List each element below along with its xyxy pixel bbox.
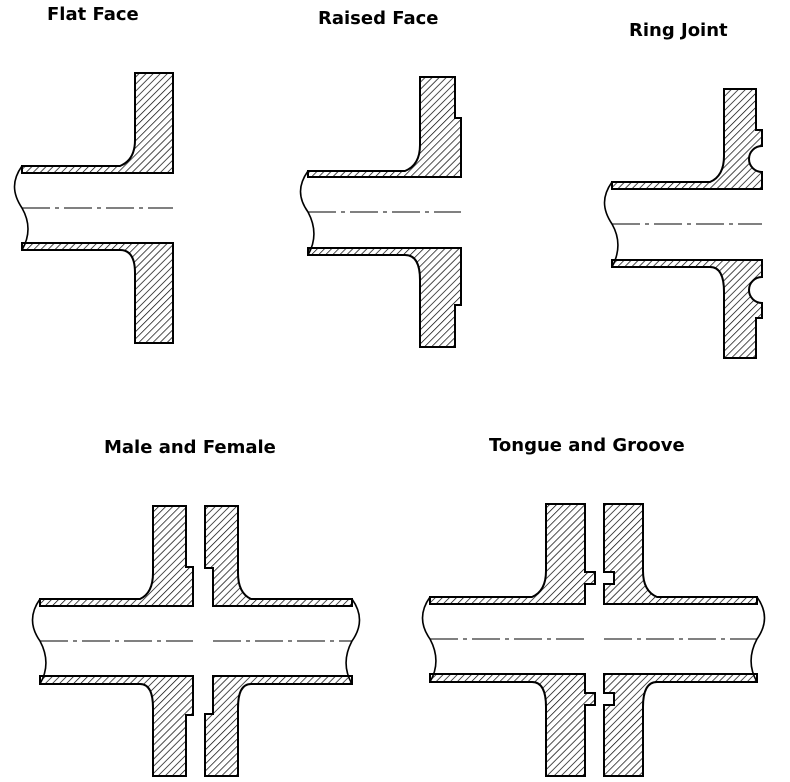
groove-upper-section <box>603 503 758 605</box>
flat-face-upper-section <box>21 72 174 174</box>
female-upper-section <box>204 505 353 607</box>
raised-face-lower-section <box>307 247 462 348</box>
tongue-groove-flange <box>421 503 766 777</box>
male-lower-section <box>39 675 194 777</box>
ring-joint-flange <box>603 88 763 359</box>
raised-face-break-line <box>299 170 315 256</box>
female-lower-section <box>204 675 353 777</box>
tongue-upper-section <box>429 503 596 605</box>
male-upper-section <box>39 505 194 607</box>
male-female-label: Male and Female <box>104 437 276 458</box>
flat-face-label: Flat Face <box>47 4 139 25</box>
tongue-lower-section <box>429 673 596 777</box>
ring-joint-upper-section <box>611 88 763 190</box>
raised-face-label: Raised Face <box>318 8 439 29</box>
flat-face-lower-section <box>21 242 174 344</box>
flat-face-flange <box>13 72 174 344</box>
male-female-flange <box>31 505 361 777</box>
ring-joint-lower-section <box>611 259 763 359</box>
ring-joint-label: Ring Joint <box>629 20 728 41</box>
raised-face-upper-section <box>307 76 462 178</box>
raised-face-flange <box>299 76 462 348</box>
groove-lower-section <box>603 673 758 777</box>
tongue-groove-label: Tongue and Groove <box>489 435 685 456</box>
